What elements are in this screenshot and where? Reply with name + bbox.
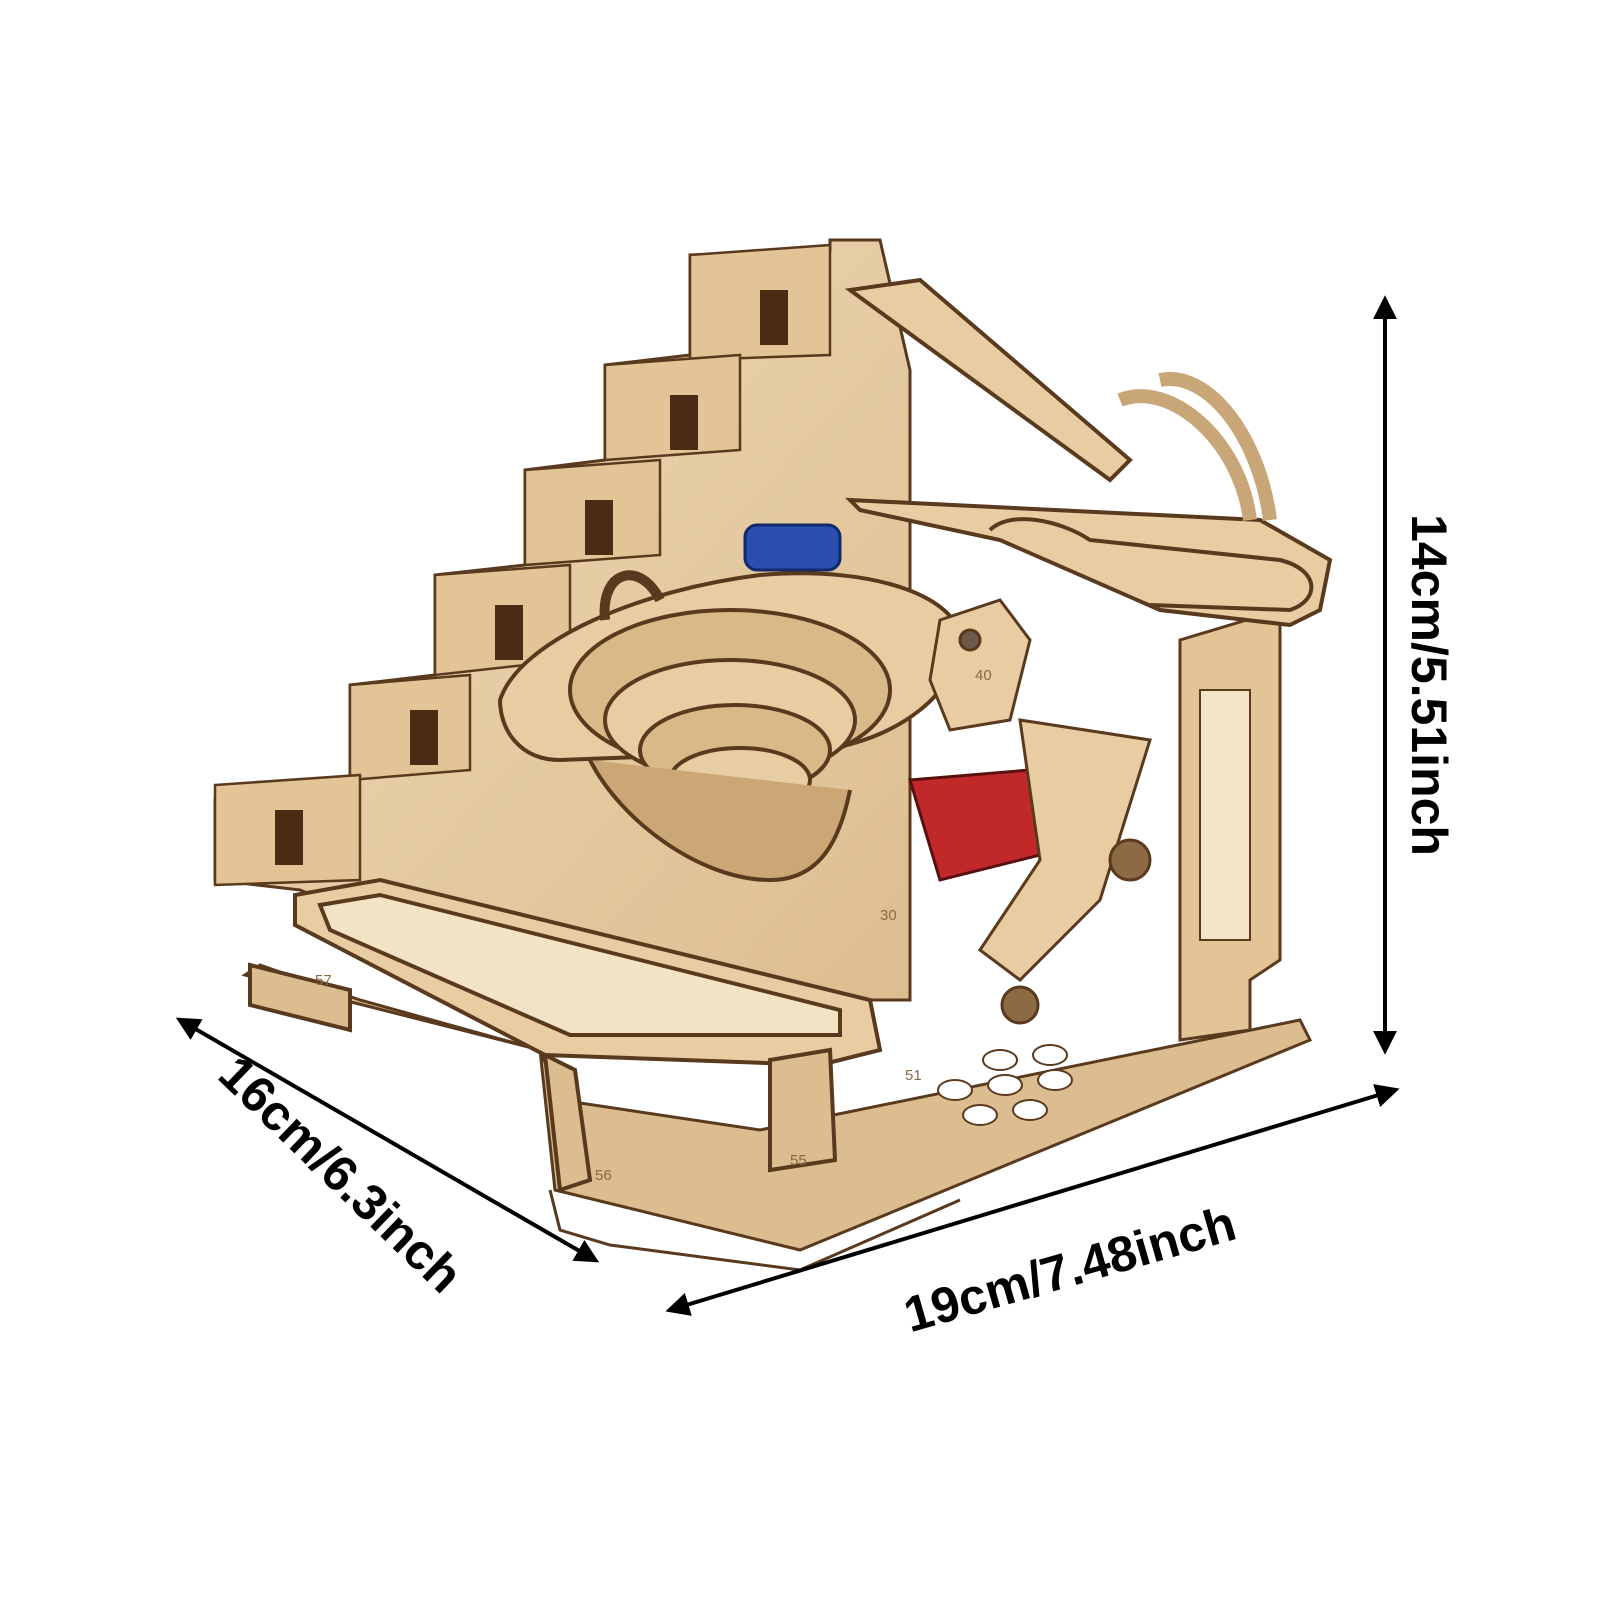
engraved-number: 30 <box>880 907 897 924</box>
upper-ramp <box>844 277 1333 628</box>
gear-mechanism <box>928 598 1152 1025</box>
engraved-number: 51 <box>905 1067 922 1084</box>
depth-arrow <box>175 1017 600 1263</box>
height-dimension-label: 14cm/5.51inch <box>1401 514 1457 856</box>
engraved-number: 40 <box>975 667 992 684</box>
engraved-number: 57 <box>315 972 332 989</box>
spiral-funnel <box>497 570 963 883</box>
step-slots <box>275 290 788 865</box>
engraved-number: 56 <box>595 1167 612 1184</box>
width-arrow <box>665 1084 1400 1316</box>
engraved-number: 55 <box>790 1152 807 1169</box>
